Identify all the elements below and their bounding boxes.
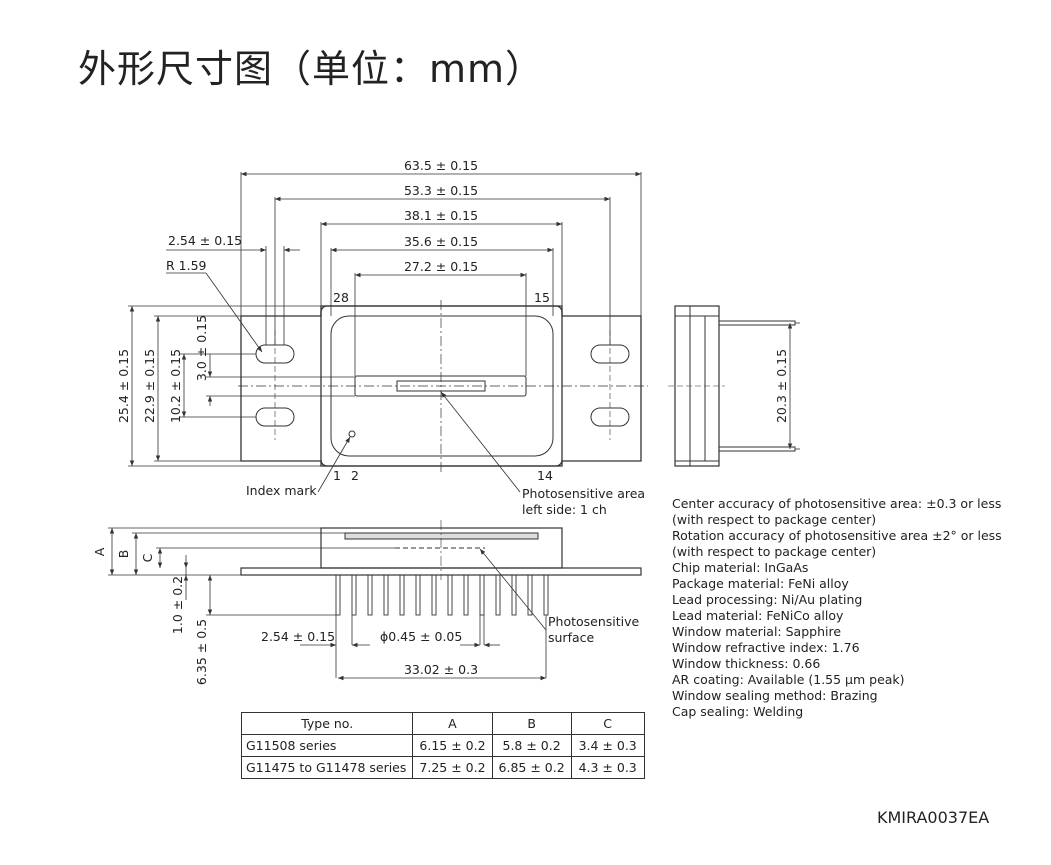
drawing-code: KMIRA0037EA [877, 808, 990, 827]
dim-25-4: 25.4 ± 0.15 [116, 349, 131, 423]
dim-1-0: 1.0 ± 0.2 [170, 576, 185, 634]
table-header: A [412, 712, 493, 735]
note-line: Cap sealing: Welding [672, 704, 804, 719]
type-table: Type no. A B C G11508 series 6.15 ± 0.2 … [240, 712, 645, 779]
note-line: Chip material: InGaAs [672, 560, 809, 575]
photosensitive-surface-sub-label: surface [548, 630, 595, 645]
table-cell: 6.85 ± 0.2 [491, 756, 572, 779]
pin-label-2: 2 [351, 468, 359, 483]
table-header: Type no. [240, 712, 414, 735]
left-dimensions [128, 305, 355, 467]
pin-label-1: 1 [333, 468, 341, 483]
top-dimensions [166, 171, 642, 376]
note-line: Lead material: FeNiCo alloy [672, 608, 844, 623]
note-line: (with respect to package center) [672, 544, 877, 559]
note-line: Package material: FeNi alloy [672, 576, 849, 591]
table-cell: G11508 series [240, 734, 414, 757]
photosensitive-area-sub-label: left side: 1 ch [522, 502, 607, 517]
pin-label-28: 28 [333, 290, 349, 305]
dim-20-3: 20.3 ± 0.15 [774, 349, 789, 423]
note-line: Window refractive index: 1.76 [672, 640, 860, 655]
note-line: (with respect to package center) [672, 512, 877, 527]
table-cell: 4.3 ± 0.3 [570, 756, 645, 779]
note-line: Window sealing method: Brazing [672, 688, 878, 703]
dim-22-9: 22.9 ± 0.15 [142, 349, 157, 423]
table-cell: 6.15 ± 0.2 [412, 734, 493, 757]
dim-2-54-slot: 2.54 ± 0.15 [168, 233, 242, 248]
table-row: G11475 to G11478 series 7.25 ± 0.2 6.85 … [240, 756, 645, 779]
dim-phi-0-45: ϕ0.45 ± 0.05 [380, 629, 462, 644]
photosensitive-area-label: Photosensitive area [522, 486, 645, 501]
table-cell: 5.8 ± 0.2 [491, 734, 572, 757]
table-cell: G11475 to G11478 series [240, 756, 414, 779]
dim-label-b: B [116, 550, 131, 559]
dim-label-c: C [140, 553, 155, 562]
dim-53-3: 53.3 ± 0.15 [404, 183, 478, 198]
dim-r-1-59: R 1.59 [166, 258, 207, 273]
index-mark-label: Index mark [246, 483, 317, 498]
note-line: AR coating: Available (1.55 µm peak) [672, 672, 905, 687]
pin-label-15: 15 [534, 290, 550, 305]
table-cell: 3.4 ± 0.3 [570, 734, 645, 757]
dim-label-a: A [92, 547, 107, 556]
dim-6-35: 6.35 ± 0.5 [194, 619, 209, 685]
table-header: C [570, 712, 645, 735]
side-view-right [668, 305, 800, 467]
dim-38-1: 38.1 ± 0.15 [404, 208, 478, 223]
note-line: Lead processing: Ni/Au plating [672, 592, 863, 607]
table-row: G11508 series 6.15 ± 0.2 5.8 ± 0.2 3.4 ±… [240, 734, 645, 757]
spec-notes: Center accuracy of photosensitive area: … [672, 496, 1002, 720]
note-line: Window material: Sapphire [672, 624, 842, 639]
dim-63-5: 63.5 ± 0.15 [404, 158, 478, 173]
pin-label-14: 14 [537, 468, 553, 483]
note-line: Rotation accuracy of photosensitive area… [672, 528, 1002, 543]
dim-3-0: 3.0 ± 0.15 [194, 315, 209, 381]
table-cell: 7.25 ± 0.2 [412, 756, 493, 779]
table-header-row: Type no. A B C [240, 712, 645, 735]
front-view [108, 520, 642, 681]
table-header: B [491, 712, 572, 735]
note-line: Center accuracy of photosensitive area: … [672, 496, 1002, 511]
top-view [238, 300, 648, 472]
dim-35-6: 35.6 ± 0.15 [404, 234, 478, 249]
dim-2-54-pitch: 2.54 ± 0.15 [261, 629, 335, 644]
page-title: 外形尺寸图（单位：mm） [78, 47, 545, 91]
note-line: Window thickness: 0.66 [672, 656, 821, 671]
photosensitive-surface-label: Photosensitive [548, 614, 640, 629]
pin-row [335, 574, 549, 616]
dim-27-2: 27.2 ± 0.15 [404, 259, 478, 274]
dim-10-2: 10.2 ± 0.15 [168, 349, 183, 423]
dim-33-02: 33.02 ± 0.3 [404, 662, 478, 677]
